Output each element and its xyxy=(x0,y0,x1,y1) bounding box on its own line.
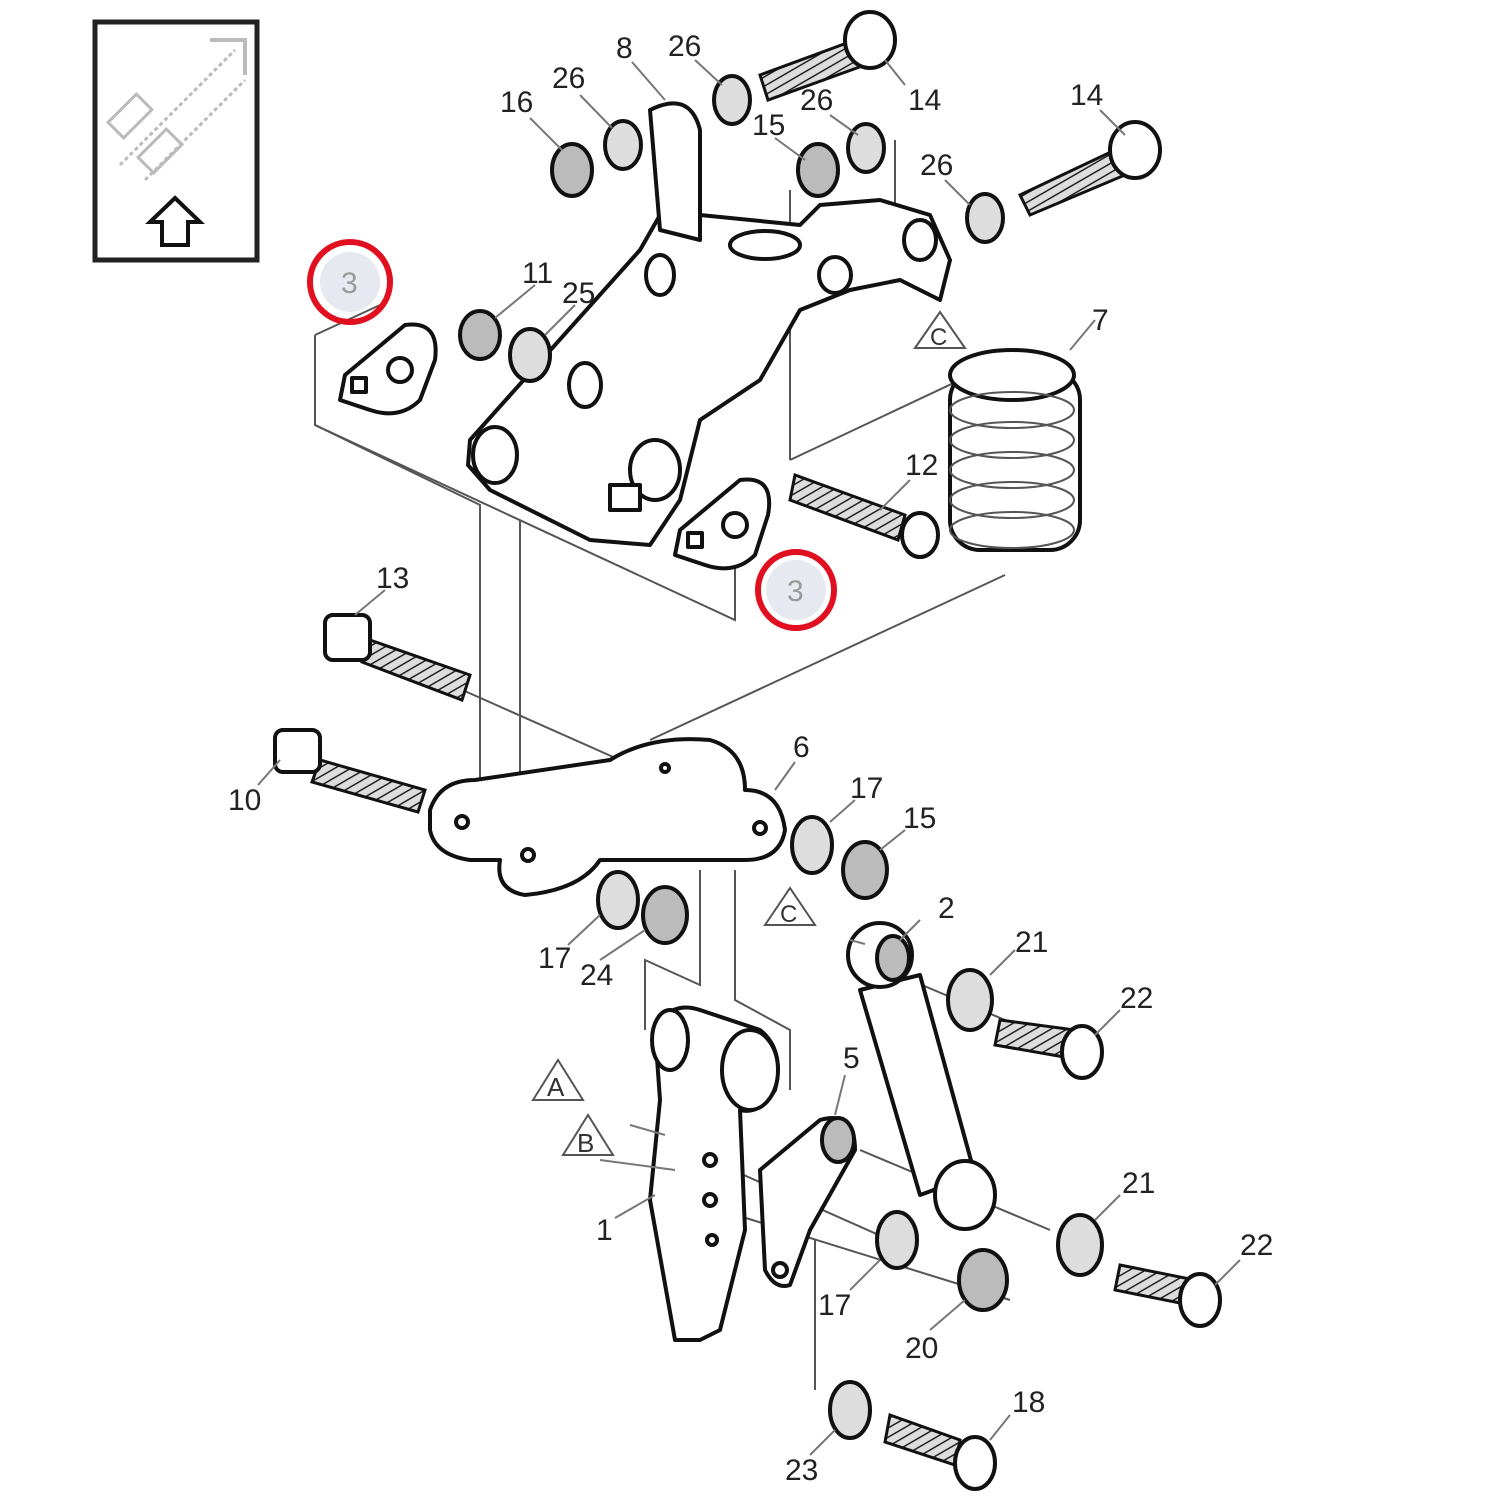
callout-6: 6 xyxy=(793,731,810,764)
coil-spring xyxy=(948,348,1082,552)
callout-26: 26 xyxy=(552,62,585,95)
callout-10: 10 xyxy=(228,784,261,817)
bracket-5 xyxy=(758,1116,857,1288)
callout-13: 13 xyxy=(376,562,409,595)
trailing-arm xyxy=(648,1005,780,1342)
callout-17: 17 xyxy=(818,1289,851,1322)
callout-labels: 16 26 8 26 14 15 26 14 26 11 25 C 7 12 1… xyxy=(228,30,1273,1487)
callout-5: 5 xyxy=(843,1042,860,1075)
callout-3: 3 xyxy=(341,267,358,300)
bolts xyxy=(273,10,1162,814)
callout-22: 22 xyxy=(1240,1229,1273,1262)
mounting-plate-3-right xyxy=(673,477,772,571)
callout-C: C xyxy=(930,324,947,351)
callout-21: 21 xyxy=(1015,926,1048,959)
callout-24: 24 xyxy=(580,959,613,992)
callout-16: 16 xyxy=(500,86,533,119)
callout-A: A xyxy=(547,1072,565,1102)
callout-15: 15 xyxy=(752,109,785,142)
middle-bracket xyxy=(428,737,889,945)
callout-B: B xyxy=(577,1128,594,1158)
reference-triangles xyxy=(531,310,967,1156)
callout-18: 18 xyxy=(1012,1386,1045,1419)
callout-C: C xyxy=(780,901,797,928)
view-orientation-box xyxy=(92,19,260,263)
callout-14: 14 xyxy=(1070,79,1103,112)
callout-20: 20 xyxy=(905,1332,938,1365)
callout-7: 7 xyxy=(1092,304,1109,337)
callout-12: 12 xyxy=(905,449,938,482)
callout-26: 26 xyxy=(920,149,953,182)
callout-1: 1 xyxy=(596,1214,613,1247)
direction-arrow-icon xyxy=(105,38,247,247)
callout-17: 17 xyxy=(538,942,571,975)
fasteners-top xyxy=(458,74,1005,383)
callout-leaders xyxy=(257,59,1241,1456)
callout-25: 25 xyxy=(562,277,595,310)
callout-3: 3 xyxy=(787,575,804,608)
upper-subframe-bracket xyxy=(466,101,952,547)
highlighted-callout-3-top[interactable]: 3 xyxy=(307,239,393,325)
highlight-circle xyxy=(307,239,393,325)
callout-2: 2 xyxy=(938,892,955,925)
callout-23: 23 xyxy=(785,1454,818,1487)
callout-17: 17 xyxy=(850,772,883,805)
shock-absorber xyxy=(828,921,1222,1491)
mounting-plate-3-left xyxy=(338,322,438,416)
callout-11: 11 xyxy=(522,257,553,290)
callout-26: 26 xyxy=(668,30,701,63)
callout-8: 8 xyxy=(616,32,633,65)
highlighted-callout-3-bottom[interactable]: 3 xyxy=(755,549,837,631)
callout-15: 15 xyxy=(903,802,936,835)
callout-26: 26 xyxy=(800,84,833,117)
callout-14: 14 xyxy=(908,84,941,117)
callout-22: 22 xyxy=(1120,982,1153,1015)
highlight-circle xyxy=(755,549,837,631)
callout-21: 21 xyxy=(1122,1167,1155,1200)
